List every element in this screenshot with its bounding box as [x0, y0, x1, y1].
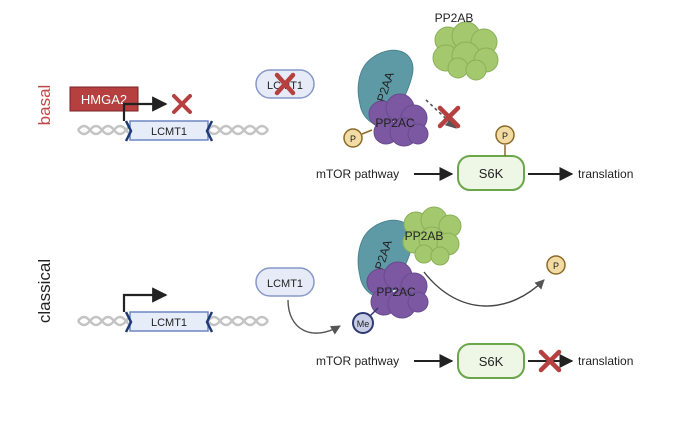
svg-text:P: P — [502, 131, 508, 141]
pp2ac-label: PP2AC — [376, 285, 416, 299]
hmga2-box: HMGA2 — [69, 86, 139, 112]
gene-box-basal: LCMT1 — [124, 120, 214, 142]
row-label-basal: basal — [35, 85, 54, 126]
s6k-node-basal: S6K — [457, 155, 525, 191]
pp2ac-label: PP2AC — [375, 116, 415, 130]
translation-label: translation — [578, 354, 633, 368]
pp2ac-subunit-classical: PP2AC — [366, 261, 429, 319]
gene-label: LCMT1 — [151, 126, 187, 138]
gene-label: LCMT1 — [151, 317, 187, 329]
mtor-pathway-label: mTOR pathway — [316, 167, 399, 181]
svg-text:Me: Me — [357, 319, 370, 329]
gene-box-classical: LCMT1 — [124, 311, 214, 333]
lcmt1-label: LCMT1 — [267, 278, 303, 290]
row-label-classical: classical — [35, 259, 54, 323]
methylation-arrow — [287, 299, 341, 335]
x-mark-icon — [172, 94, 192, 114]
hmga2-label: HMGA2 — [81, 92, 127, 107]
pp2ab-subunit-classical: PP2AB — [402, 206, 462, 266]
methyl-marker: Me — [352, 307, 379, 334]
s6k-label: S6K — [479, 354, 504, 369]
dephosphorylation-arrow — [423, 271, 545, 307]
pp2ab-label: PP2AB — [405, 229, 444, 243]
x-mark-icon — [437, 105, 461, 129]
inhibition-arrow-basal — [425, 99, 457, 129]
pp2ac-subunit-basal: PP2AC — [368, 93, 429, 147]
released-phospho-marker: P — [546, 255, 566, 275]
x-mark-icon — [538, 349, 562, 373]
lcmt1-protein-classical: LCMT1 — [255, 267, 315, 297]
promoter-arrow-icon — [122, 96, 168, 121]
phospho-marker-basal: P — [343, 128, 373, 148]
translation-label: translation — [578, 167, 633, 181]
svg-text:P: P — [350, 134, 356, 144]
pp2ab-subunit-basal: PP2AB — [432, 11, 499, 81]
s6k-label: S6K — [479, 166, 504, 181]
s6k-node-classical: S6K — [457, 343, 525, 379]
promoter-arrow-icon — [122, 287, 168, 312]
mtor-pathway-label: mTOR pathway — [316, 354, 399, 368]
phospho-marker-s6k: P — [495, 125, 515, 156]
pp2ab-label: PP2AB — [435, 11, 474, 25]
svg-text:P: P — [553, 261, 559, 271]
x-mark-icon — [274, 72, 296, 96]
